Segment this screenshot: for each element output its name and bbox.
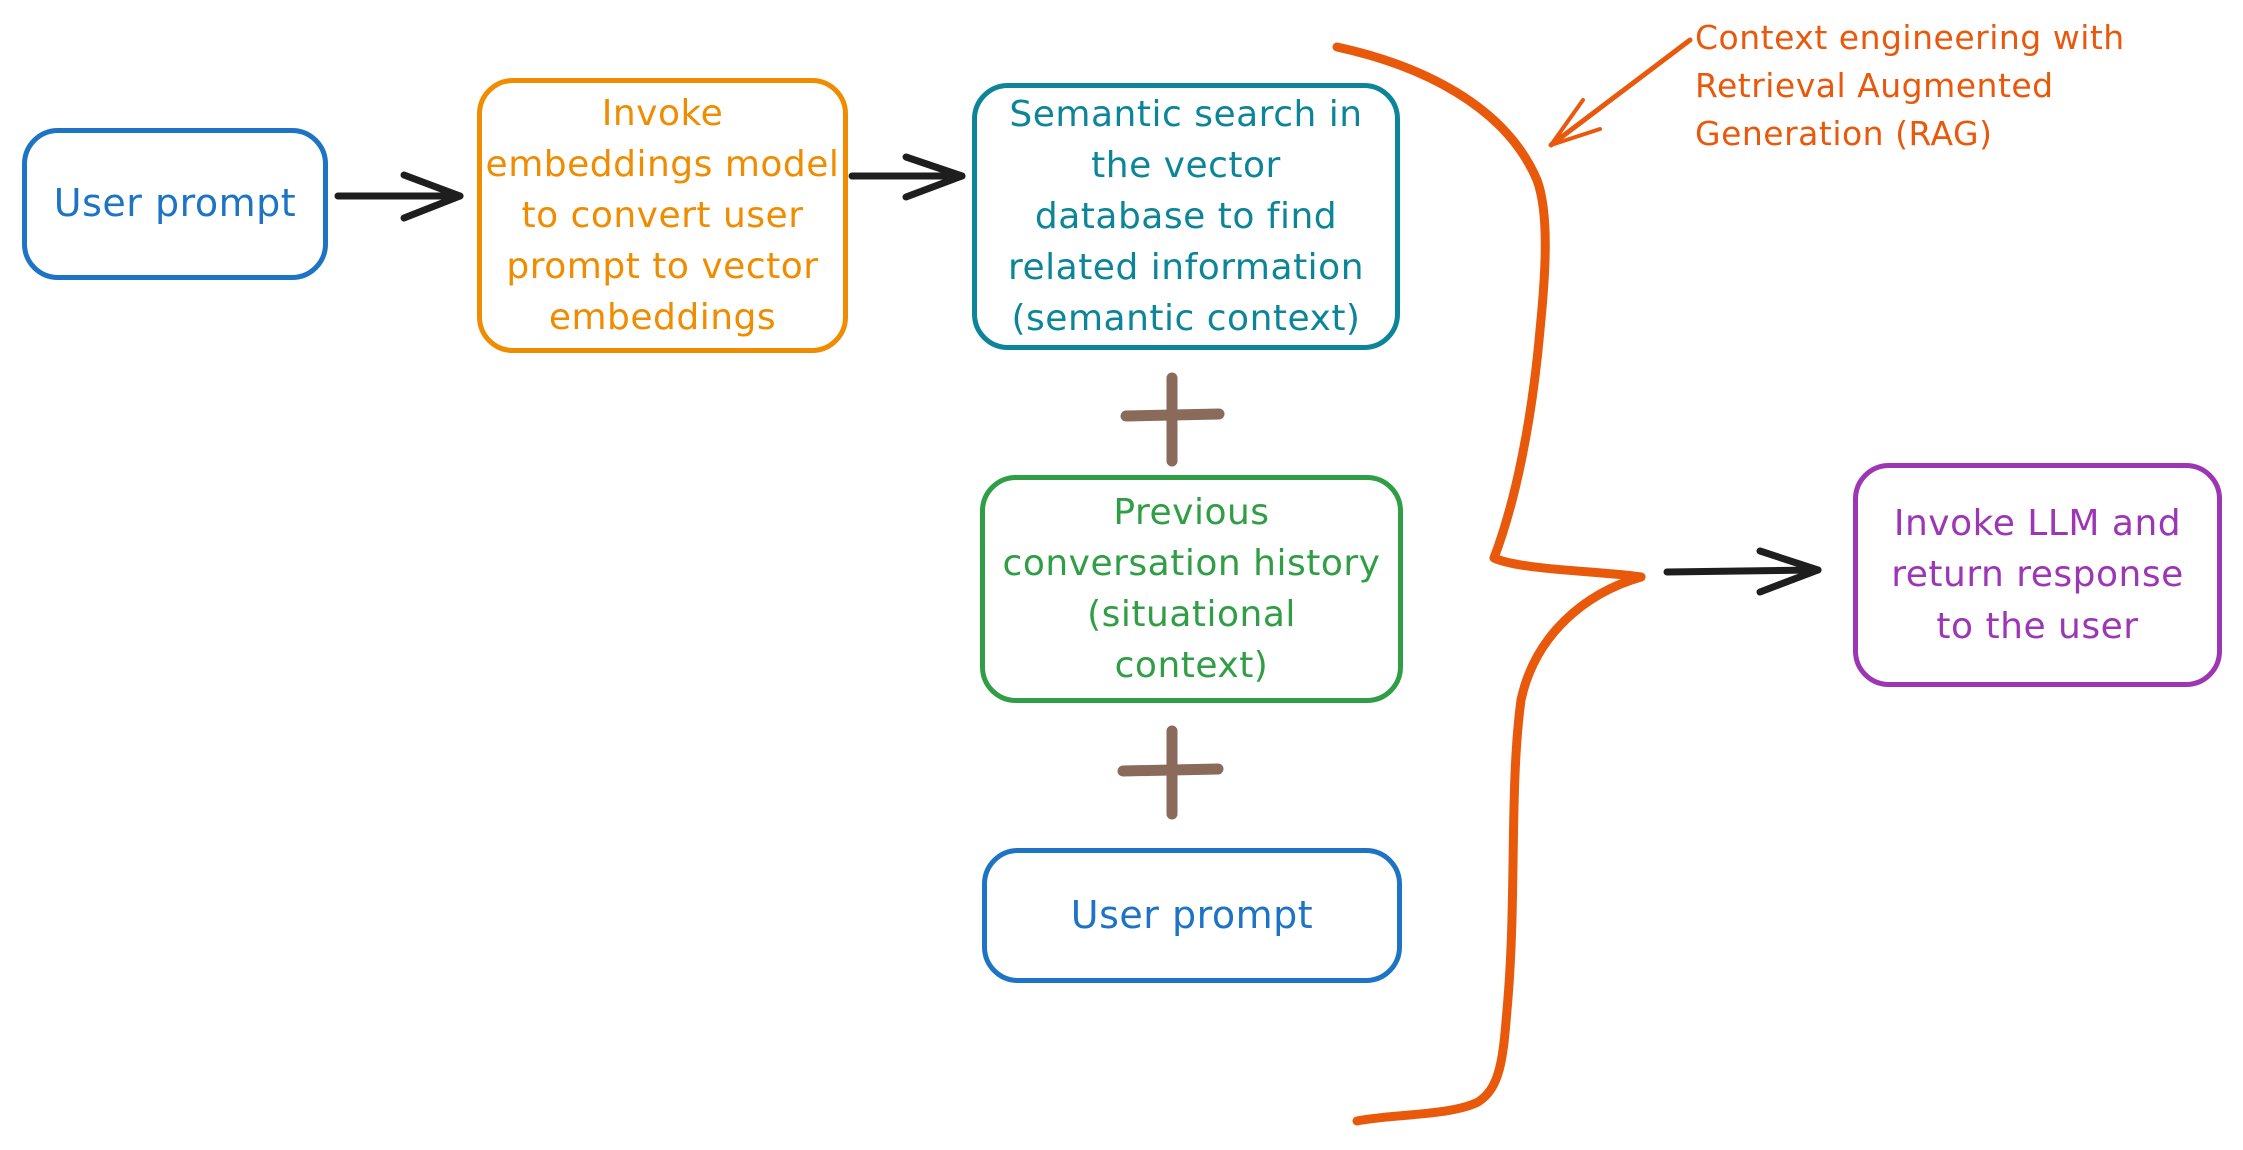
flow-arrow-2 xyxy=(848,153,966,201)
node-invoke-embeddings-model: Invoke embeddings model to convert user … xyxy=(477,78,848,353)
annotation-rag-label: Context engineering with Retrieval Augme… xyxy=(1695,18,2125,153)
node-invoke-llm: Invoke LLM and return response to the us… xyxy=(1853,463,2222,687)
node-user-prompt-2: User prompt xyxy=(982,848,1402,983)
flow-arrow-3 xyxy=(1663,547,1822,596)
annotation-arrow xyxy=(1548,37,1693,148)
plus-icon-2 xyxy=(1117,725,1224,820)
flow-arrow-1 xyxy=(334,171,464,222)
rag-brace xyxy=(1332,42,1646,1126)
node-user-prompt-1: User prompt xyxy=(22,128,328,280)
node-conversation-history: Previous conversation history (situation… xyxy=(980,475,1403,703)
node-semantic-search: Semantic search in the vector database t… xyxy=(972,83,1400,350)
plus-icon-1 xyxy=(1120,372,1225,467)
